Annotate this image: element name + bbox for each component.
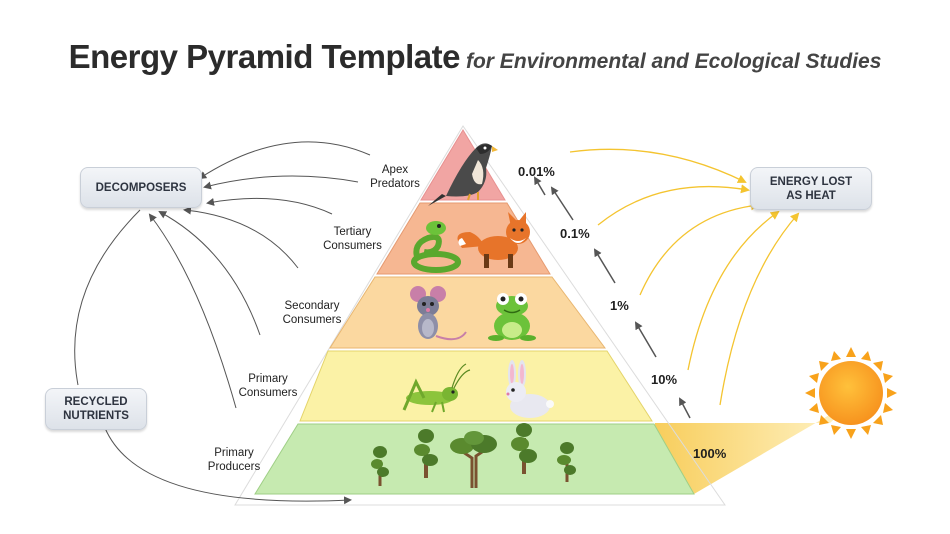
energy-arrow	[679, 397, 691, 419]
tree-icon	[511, 423, 537, 474]
level-label-primary-consumers: Primary Consumers	[228, 372, 308, 400]
level-label-line1: Tertiary	[333, 226, 372, 238]
cycle-arrow-down	[74, 209, 141, 386]
energy-arrow	[593, 248, 616, 284]
decomposer-arrow	[158, 211, 261, 336]
tier-secondary-consumers	[329, 276, 606, 349]
energy-percent-secondary: 1%	[610, 298, 629, 313]
decomposer-arrow	[198, 141, 371, 180]
decomposer-arrow	[206, 197, 333, 215]
rabbit-icon	[506, 360, 554, 418]
frog-icon	[488, 293, 536, 341]
level-label-secondary-consumers: Secondary Consumers	[272, 299, 352, 327]
level-label-line2: Consumers	[323, 240, 382, 252]
level-label-line2: Producers	[207, 461, 261, 473]
level-label-line2: Consumers	[282, 314, 342, 326]
tree-icon	[414, 429, 438, 478]
energy-percent-tertiary: 0.1%	[560, 226, 590, 241]
energy-percent-primary-consumers: 10%	[651, 372, 678, 387]
tree-icon	[371, 446, 389, 486]
level-label-line1: Secondary	[284, 300, 340, 312]
level-label-line2: Consumers	[238, 387, 298, 399]
heat-loss-arrows	[569, 148, 800, 406]
decomposer-arrow	[203, 175, 359, 190]
decomposer-arrows	[148, 141, 371, 409]
recycled-nutrients-label-line2: NUTRIENTS	[63, 410, 129, 422]
decomposers-label: DECOMPOSERS	[95, 181, 187, 194]
heat-arrow	[569, 148, 747, 183]
level-label-line1: Apex	[381, 164, 409, 176]
level-label-line1: Primary	[248, 373, 288, 385]
sunlight-beam	[655, 400, 855, 494]
hawk-icon	[428, 143, 498, 206]
energy-arrow	[533, 176, 546, 196]
heat-arrow	[597, 184, 750, 226]
energy-percent-producers: 100%	[693, 446, 727, 461]
nutrient-cycle-arrows	[74, 209, 352, 505]
decomposer-arrow	[148, 213, 237, 409]
energy-lost-label-line2: AS HEAT	[786, 189, 836, 202]
energy-lost-as-heat-box: ENERGY LOST AS HEAT	[750, 167, 872, 210]
sun-icon	[805, 347, 897, 439]
decomposer-arrow	[183, 206, 299, 269]
decomposers-box: DECOMPOSERS	[80, 167, 202, 208]
cycle-arrow-to-producers	[104, 427, 352, 505]
heat-arrow	[687, 210, 780, 371]
title-subtitle: for Environmental and Ecological Studies	[465, 50, 882, 73]
pyramid-outline	[234, 125, 726, 506]
energy-arrow	[634, 321, 657, 358]
level-label-tertiary-consumers: Tertiary Consumers	[315, 225, 390, 253]
heat-arrow	[639, 201, 760, 296]
tree-icon	[557, 442, 576, 482]
level-label-line1: Primary	[214, 447, 254, 459]
energy-flow-arrows	[533, 176, 691, 419]
mouse-icon	[410, 286, 467, 341]
heat-arrow	[719, 212, 800, 406]
fox-icon	[457, 212, 530, 268]
energy-percent-apex: 0.01%	[518, 164, 555, 179]
grasshopper-icon	[402, 363, 471, 413]
recycled-nutrients-box: RECYCLED NUTRIENTS	[45, 388, 147, 430]
recycled-nutrients-label-line1: RECYCLED	[64, 396, 128, 408]
snake-icon	[411, 221, 461, 273]
energy-lost-label-line1: ENERGY LOST	[769, 175, 853, 188]
energy-arrow	[550, 186, 574, 221]
tree-icon	[450, 431, 497, 488]
tier-primary-consumers	[299, 350, 653, 422]
title-main: Energy Pyramid Template	[68, 38, 461, 75]
level-label-primary-producers: Primary Producers	[194, 446, 274, 474]
level-label-apex-predators: Apex Predators	[360, 163, 430, 191]
level-label-line2: Predators	[370, 178, 420, 190]
